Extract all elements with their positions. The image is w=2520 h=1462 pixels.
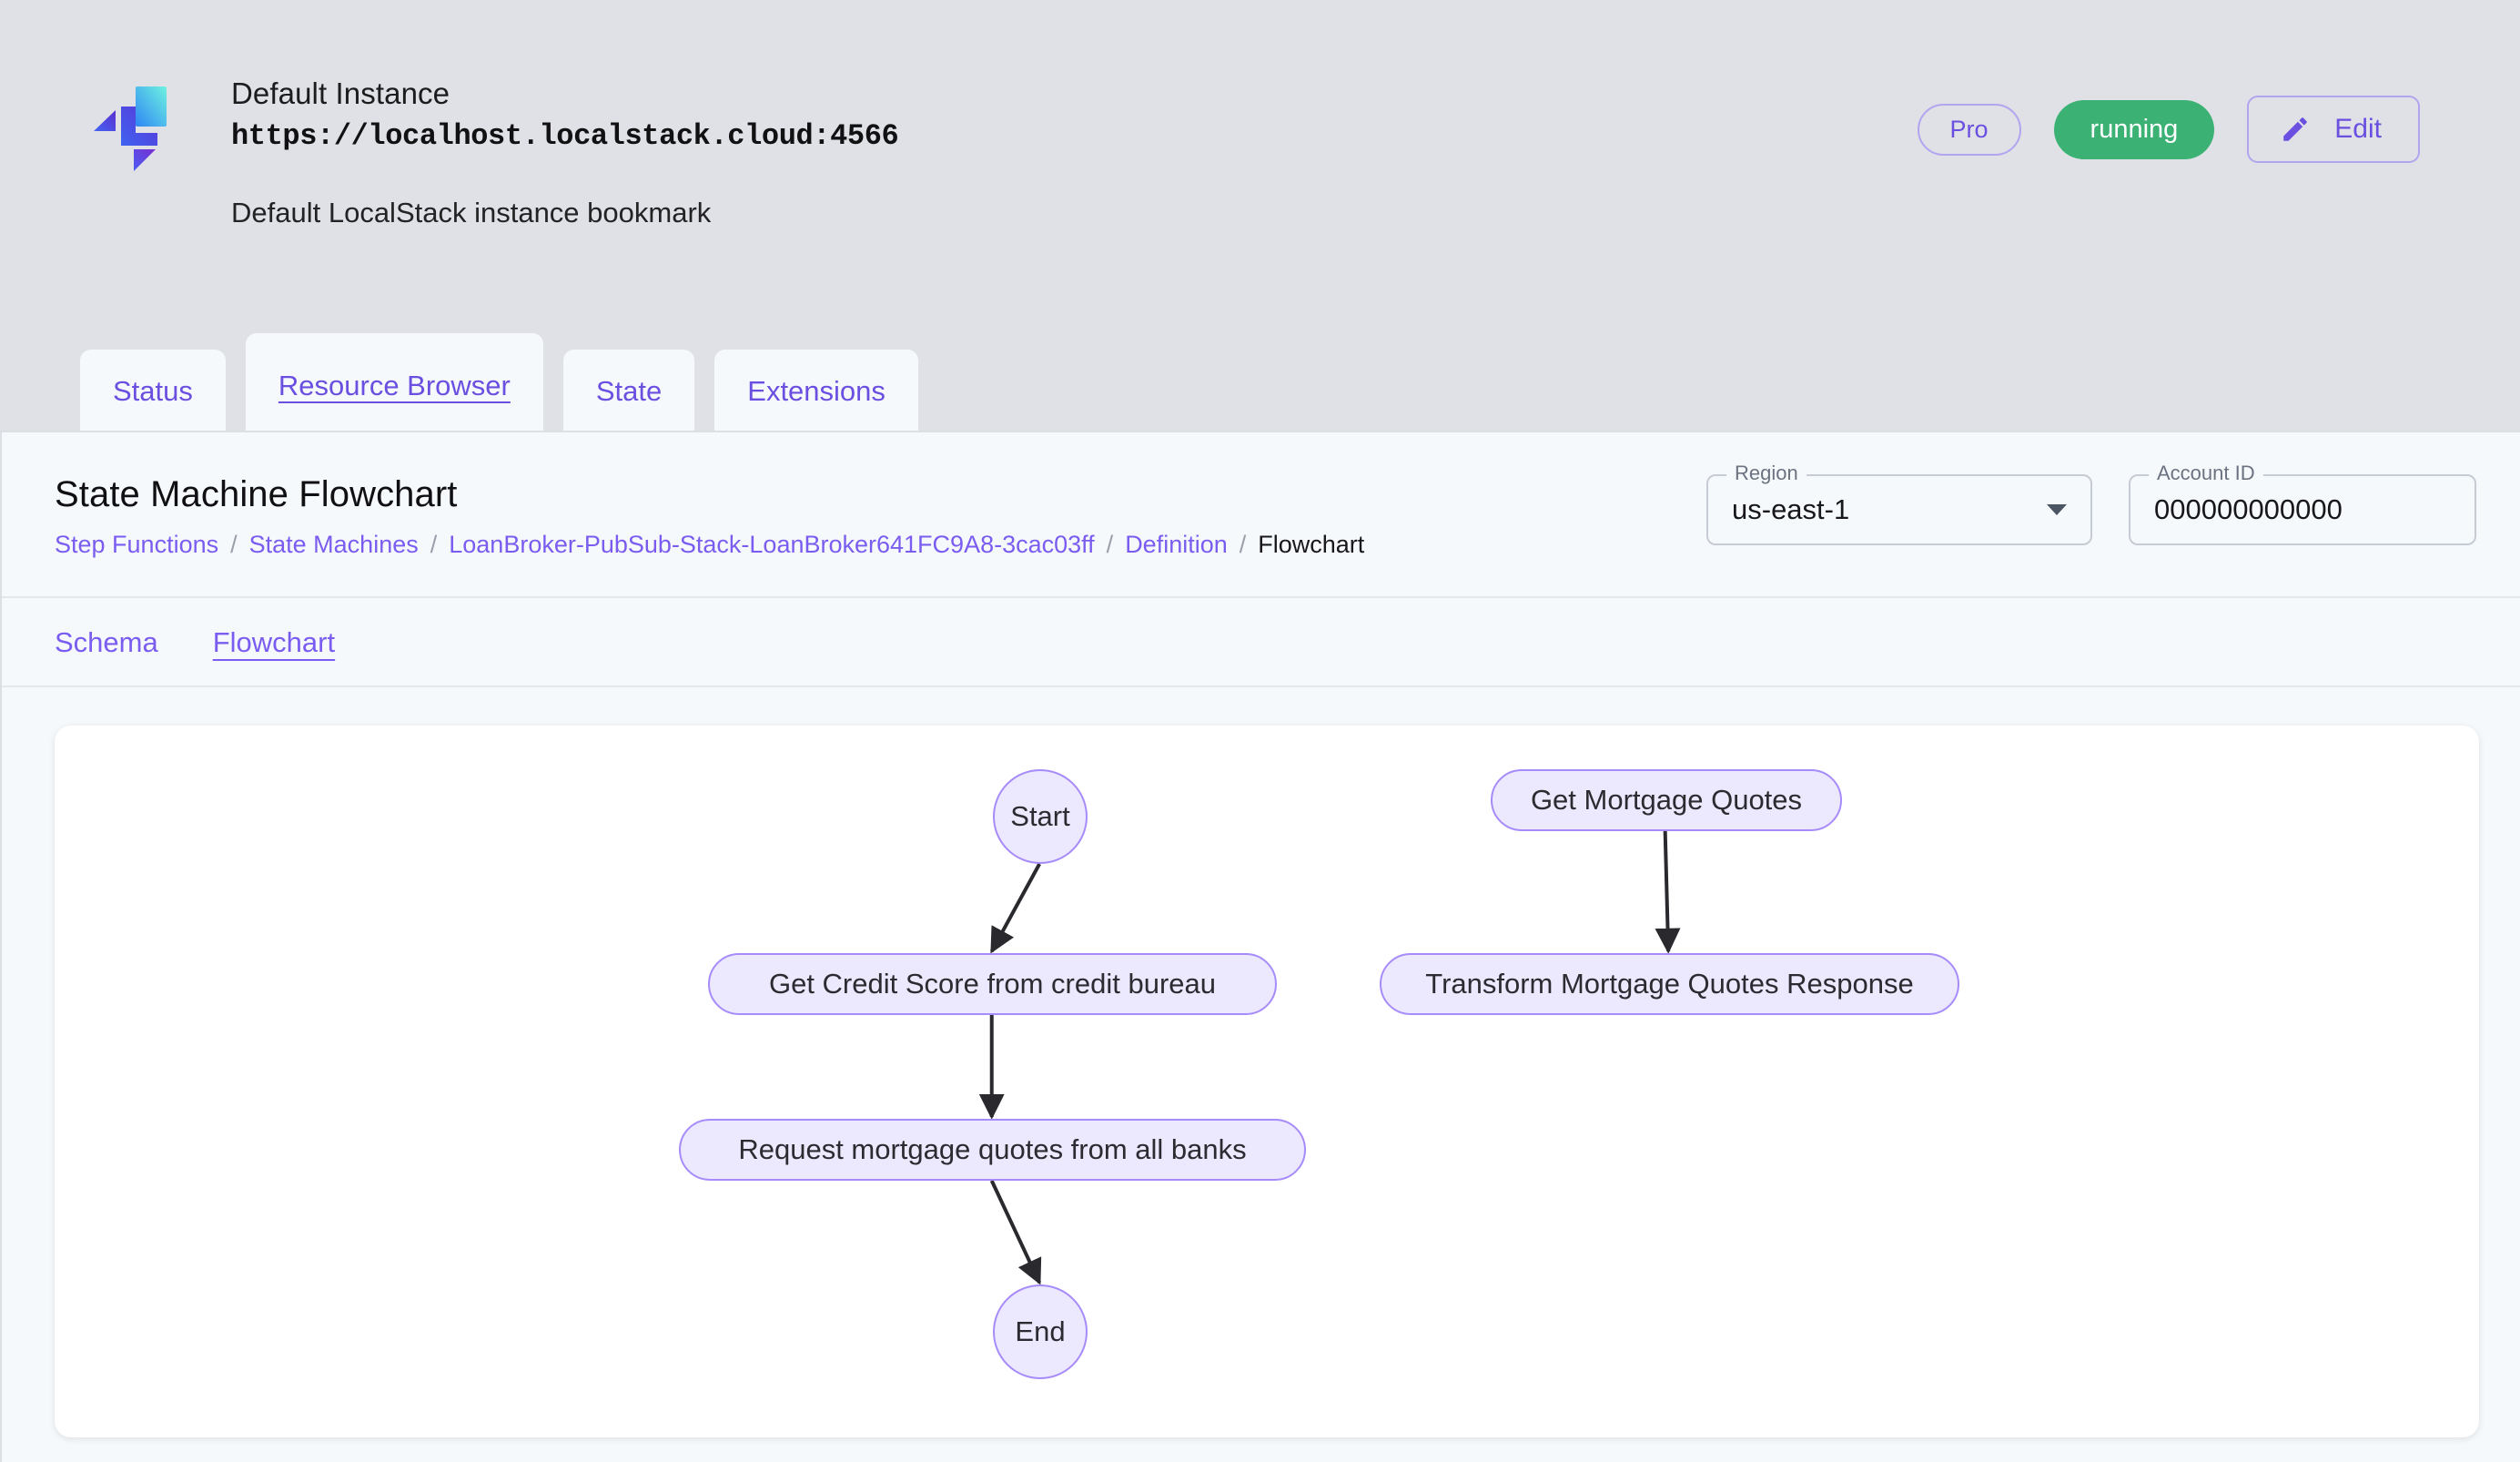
breadcrumb-item-state-machines[interactable]: State Machines (248, 531, 419, 558)
breadcrumb-item-flowchart: Flowchart (1258, 531, 1365, 558)
instance-identity: Default Instance https://localhost.local… (0, 0, 2520, 229)
instance-name: Default Instance (231, 76, 450, 110)
flowchart-node-label: End (1015, 1315, 1066, 1347)
subtab-flowchart[interactable]: Flowchart (212, 625, 336, 658)
content-panel: State Machine Flowchart Step Functions /… (0, 431, 2520, 1462)
flowchart-node-label: Start (1010, 800, 1070, 832)
flowchart-node-label: Get Credit Score from credit bureau (768, 968, 1217, 1000)
flowchart-edge-request-to-end (989, 1180, 1042, 1285)
flowchart-node-getquotes[interactable]: Get Mortgage Quotes (1491, 769, 1842, 831)
flowchart-node-start[interactable]: Start (993, 769, 1088, 864)
chevron-down-icon (2047, 504, 2067, 515)
header-actions: Pro running Edit (1917, 96, 2420, 163)
page-header: State Machine Flowchart Step Functions /… (2, 432, 2520, 598)
flowchart-node-transform[interactable]: Transform Mortgage Quotes Response (1380, 953, 1959, 1015)
flowchart-node-label: Request mortgage quotes from all banks (738, 1133, 1247, 1165)
sub-tabs: Schema Flowchart (2, 598, 2520, 687)
tab-state[interactable]: State (562, 350, 695, 431)
page-title: State Machine Flowchart (55, 474, 458, 514)
instance-url: https://localhost.localstack.cloud:4566 (231, 119, 899, 154)
flowchart-node-request[interactable]: Request mortgage quotes from all banks (679, 1119, 1306, 1181)
instance-header: Default Instance https://localhost.local… (0, 0, 2520, 431)
filter-fields: Region us-east-1 Account ID 000000000000 (1706, 463, 2476, 545)
flowchart-node-label: Get Mortgage Quotes (1530, 784, 1803, 816)
flowchart-node-label: Transform Mortgage Quotes Response (1425, 968, 1914, 1000)
region-label: Region (1726, 463, 1807, 483)
breadcrumb-separator: / (1239, 531, 1247, 558)
flowchart-edge-start-to-credit (989, 863, 1041, 954)
breadcrumb-separator: / (230, 531, 238, 558)
instance-description: Default LocalStack instance bookmark (231, 197, 712, 229)
pencil-icon (2280, 114, 2311, 145)
breadcrumb-separator: / (430, 531, 438, 558)
flowchart-node-credit[interactable]: Get Credit Score from credit bureau (708, 953, 1277, 1015)
status-badge[interactable]: running (2053, 99, 2215, 159)
tab-status[interactable]: Status (80, 350, 226, 431)
main-tabs: Status Resource Browser State Extensions (80, 333, 918, 431)
account-id-label: Account ID (2149, 463, 2263, 483)
region-select[interactable]: Region us-east-1 (1706, 463, 2092, 545)
breadcrumb-separator: / (1106, 531, 1114, 558)
account-id-field[interactable]: Account ID 000000000000 (2129, 463, 2476, 545)
localstack-logo-icon (86, 80, 174, 171)
account-id-value: 000000000000 (2154, 493, 2343, 525)
flowchart-edges (978, 830, 1681, 1285)
region-value: us-east-1 (1732, 493, 1850, 525)
breadcrumb: Step Functions / State Machines / LoanBr… (55, 531, 2520, 559)
pro-badge[interactable]: Pro (1917, 103, 2021, 156)
edit-button-label: Edit (2334, 114, 2382, 144)
edit-button[interactable]: Edit (2247, 96, 2420, 163)
tab-resource-browser[interactable]: Resource Browser (245, 333, 543, 431)
breadcrumb-item-state-machine-name[interactable]: LoanBroker-PubSub-Stack-LoanBroker641FC9… (449, 531, 1095, 558)
subtab-schema[interactable]: Schema (55, 625, 158, 658)
breadcrumb-item-step-functions[interactable]: Step Functions (55, 531, 219, 558)
tab-extensions[interactable]: Extensions (714, 350, 918, 431)
flowchart-node-end[interactable]: End (993, 1284, 1088, 1379)
flowchart-edge-getquotes-to-transform (1655, 830, 1681, 954)
breadcrumb-item-definition[interactable]: Definition (1125, 531, 1228, 558)
